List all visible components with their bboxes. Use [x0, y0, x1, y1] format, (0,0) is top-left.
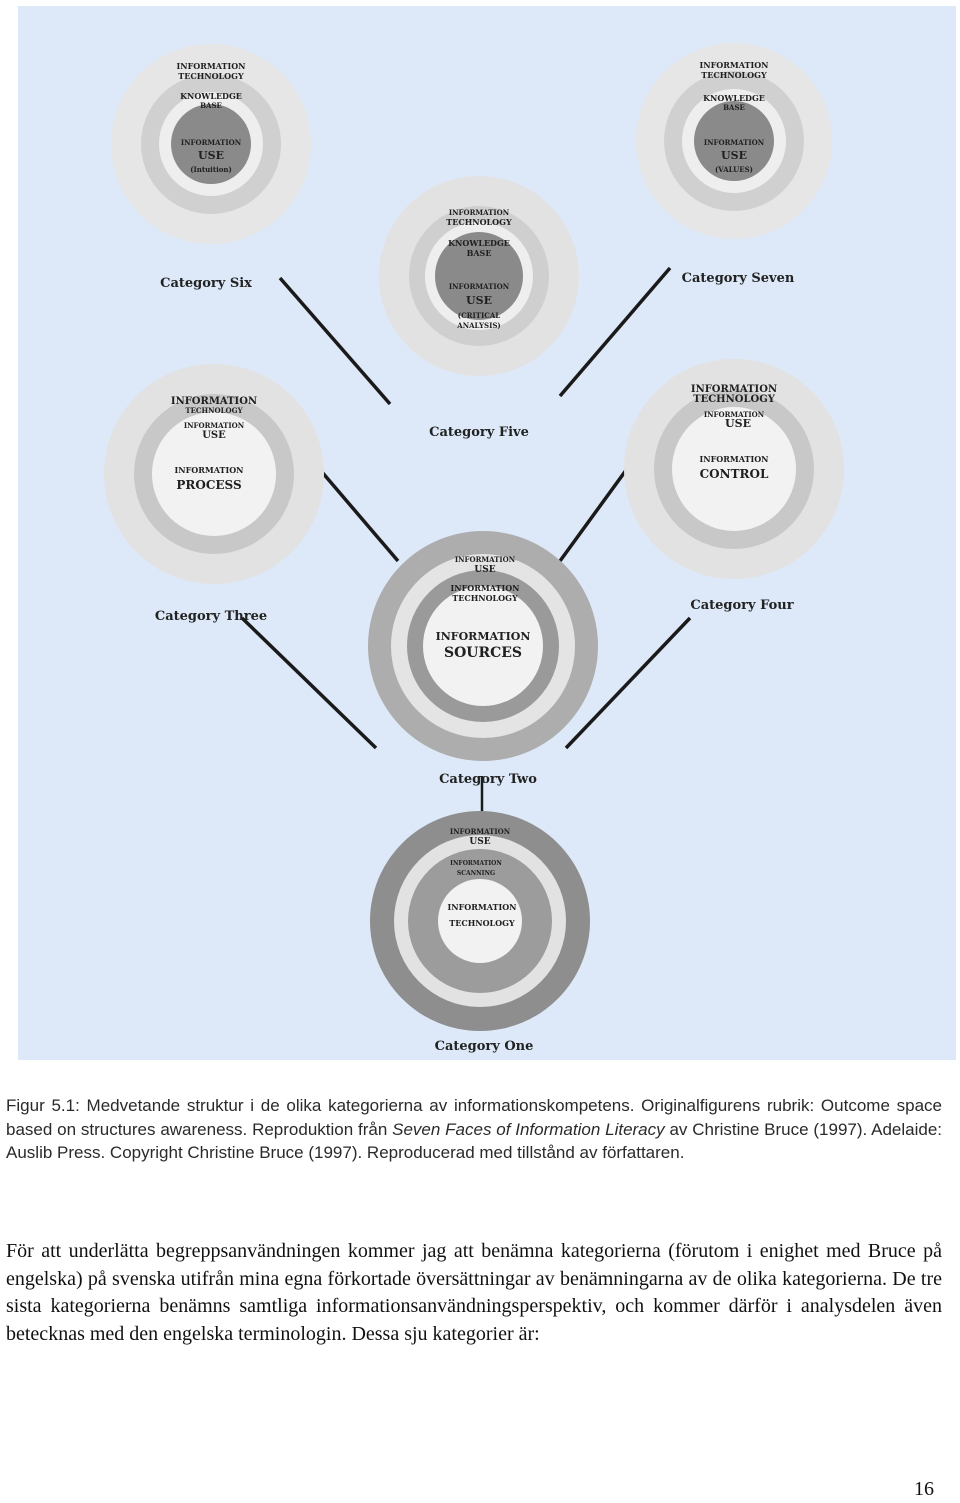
category-three-label: Category Three — [155, 609, 267, 624]
circle-category-six: INFORMATION TECHNOLOGY KNOWLEDGE BASE IN… — [111, 44, 311, 244]
ring-label: INFORMATION — [450, 860, 502, 867]
ring-label: USE — [469, 837, 490, 847]
ring-label: INFORMATION — [700, 454, 769, 464]
ring-label: KNOWLEDGE — [703, 93, 765, 103]
circle-category-two: INFORMATION USE INFORMATION TECHNOLOGY I… — [368, 531, 598, 761]
connector-seven-five — [558, 266, 672, 398]
ring-label: BASE — [723, 103, 745, 112]
caption-book-title: Seven Faces of Information Literacy — [392, 1119, 665, 1139]
ring-label: TECHNOLOGY — [446, 217, 512, 227]
outcome-space-diagram: INFORMATION TECHNOLOGY KNOWLEDGE BASE IN… — [104, 43, 844, 1054]
ring-label: CONTROL — [700, 467, 769, 481]
circle-category-one: INFORMATION USE INFORMATION SCANNING INF… — [370, 811, 590, 1031]
ring-label: INFORMATION — [691, 384, 777, 395]
circle-category-four: INFORMATION TECHNOLOGY INFORMATION USE I… — [624, 359, 844, 579]
circle-category-three: INFORMATION TECHNOLOGY INFORMATION USE I… — [104, 364, 324, 584]
ring-label: ANALYSIS) — [456, 321, 500, 330]
ring-label: INFORMATION — [171, 396, 257, 407]
ring-label: BASE — [467, 248, 492, 258]
ring-label: TECHNOLOGY — [178, 71, 244, 81]
ring-label: USE — [725, 417, 751, 430]
ring-label: PROCESS — [176, 478, 241, 492]
page-number: 16 — [914, 1478, 934, 1500]
ring-label: SCANNING — [457, 870, 495, 877]
ring-label: SOURCES — [444, 645, 522, 661]
figure-caption: Figur 5.1: Medvetande struktur i de olik… — [6, 1094, 942, 1165]
body-paragraph: För att underlätta begreppsanvändningen … — [6, 1240, 942, 1345]
ring-label: INFORMATION — [455, 555, 516, 564]
ring-label: USE — [474, 565, 495, 575]
ring-label: (CRITICAL — [458, 311, 500, 320]
ring-label: KNOWLEDGE — [180, 91, 242, 101]
ring-label: INFORMATION — [450, 827, 511, 836]
circle-category-five: INFORMATION TECHNOLOGY KNOWLEDGE BASE IN… — [379, 176, 579, 376]
category-one-label: Category One — [435, 1039, 534, 1054]
ring-label: INFORMATION — [449, 282, 510, 291]
circle-category-seven: INFORMATION TECHNOLOGY KNOWLEDGE BASE IN… — [636, 43, 832, 239]
ring-label: TECHNOLOGY — [185, 406, 243, 415]
ring-label: INFORMATION — [700, 60, 769, 70]
figure-outcome-space: INFORMATION TECHNOLOGY KNOWLEDGE BASE IN… — [18, 6, 956, 1060]
ring-label: USE — [198, 149, 224, 162]
ring-label: (Intuition) — [190, 165, 232, 174]
ring-label: KNOWLEDGE — [448, 238, 510, 248]
ring-label: (VALUES) — [715, 165, 753, 174]
connector-three-one — [240, 616, 378, 750]
ring-label: TECHNOLOGY — [449, 918, 515, 928]
category-six-label: Category Six — [160, 276, 252, 291]
ring-label: INFORMATION — [451, 583, 520, 593]
ring-label: INFORMATION — [704, 410, 765, 419]
ring-label: INFORMATION — [449, 208, 510, 217]
ring-label: BASE — [200, 101, 222, 110]
ring-label: INFORMATION — [436, 630, 531, 643]
connector-six-five — [278, 276, 392, 406]
caption-text: Figur 5.1: Medvetande struktur i de olik… — [6, 1096, 942, 1139]
ring-label: INFORMATION — [184, 421, 245, 430]
ring-label: USE — [721, 149, 747, 162]
connector-four-one — [564, 616, 692, 750]
ring-label: USE — [466, 294, 492, 307]
ring-label: INFORMATION — [177, 61, 246, 71]
ring-label: INFORMATION — [175, 465, 244, 475]
ring-label: INFORMATION — [704, 138, 765, 147]
category-five-label: Category Five — [429, 425, 529, 440]
caption-text: av Christine Bruce (1997). Adelaide: Aus… — [6, 1119, 943, 1163]
ring-label: USE — [202, 430, 226, 441]
ring-label: INFORMATION — [181, 138, 242, 147]
ring-label: TECHNOLOGY — [693, 394, 776, 405]
category-two-label: Category Two — [439, 772, 537, 787]
ring-label: INFORMATION — [448, 902, 517, 912]
category-seven-label: Category Seven — [682, 271, 795, 286]
category-four-label: Category Four — [690, 598, 793, 613]
ring-label: TECHNOLOGY — [701, 70, 767, 80]
ring-label: TECHNOLOGY — [452, 593, 518, 603]
